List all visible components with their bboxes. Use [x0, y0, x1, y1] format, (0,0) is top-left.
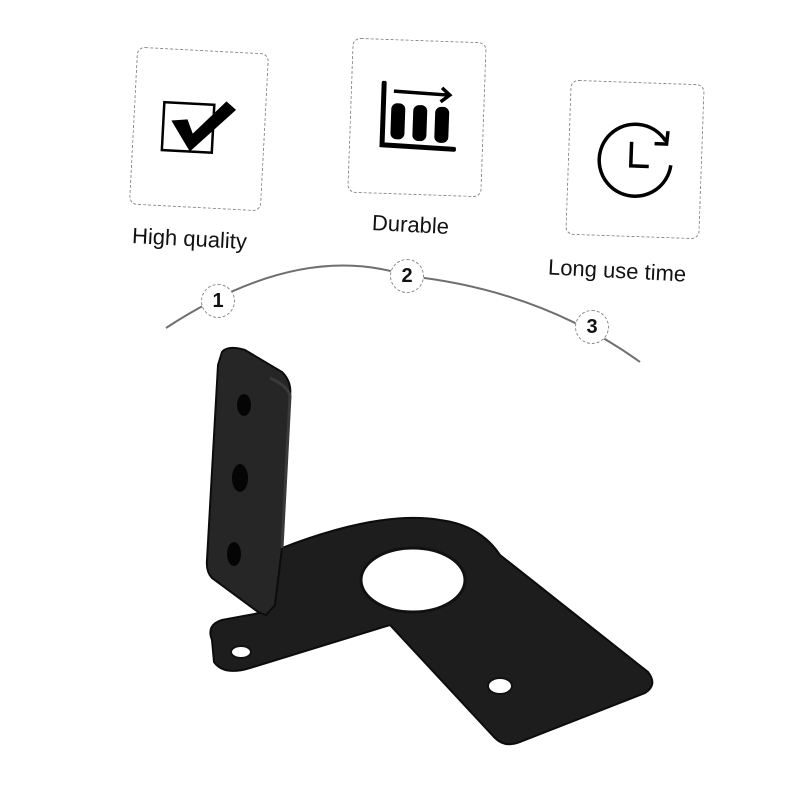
- bar-chart-arrow-icon: [376, 80, 458, 155]
- step-marker-3: 3: [575, 310, 609, 344]
- feature-card-long-use-time: [565, 79, 705, 240]
- step-marker-2: 2: [390, 259, 424, 293]
- feature-card-durable: [347, 37, 487, 198]
- feature-card-high-quality: [128, 46, 270, 212]
- checkbox-check-icon: [157, 92, 241, 166]
- clock-refresh-icon: [592, 116, 679, 203]
- step-marker-1: 1: [201, 284, 235, 318]
